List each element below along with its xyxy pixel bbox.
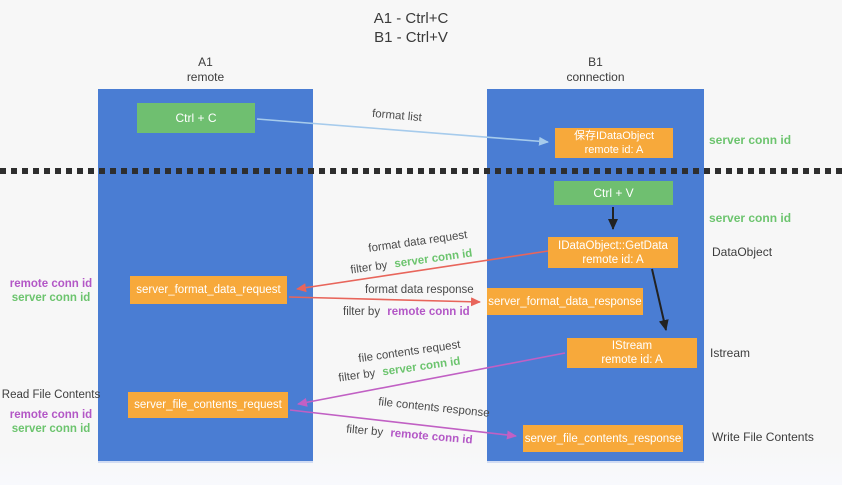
save-idataobject-line1: 保存IDataObject xyxy=(573,130,655,142)
title-line-1: A1 - Ctrl+C xyxy=(373,10,449,27)
lane-a-title: A1 xyxy=(198,55,213,69)
session-divider-dotted-line xyxy=(0,168,842,174)
ctrl-v-label: Ctrl + V xyxy=(593,186,634,200)
format-data-response-arrow xyxy=(288,296,481,307)
format-list-text: format list xyxy=(371,107,423,125)
right-server-conn-id-top: server conn id xyxy=(709,133,792,147)
write-file-contents-label: Write File Contents xyxy=(712,430,814,444)
filter-by-text: filter by xyxy=(345,423,384,439)
left-server-conn-id-top: server conn id xyxy=(11,291,91,304)
diagram-title: A1 - Ctrl+C B1 - Ctrl+V xyxy=(0,9,822,47)
remote-conn-id-text: remote conn id xyxy=(387,306,470,318)
server-format-data-response-node: server_format_data_response xyxy=(487,288,643,315)
left-conn-id-group-top: remote conn id server conn id xyxy=(0,278,102,305)
save-idataobject-node: 保存IDataObject remote id: A xyxy=(555,128,673,158)
server-conn-id-text: server conn id xyxy=(393,247,474,271)
filter-by-remote-conn-id-label-1: filter by remote conn id xyxy=(343,306,470,318)
left-conn-id-group-bottom: remote conn id server conn id xyxy=(0,409,102,436)
idataobject-getdata-node: IDataObject::GetData remote id: A xyxy=(548,237,678,268)
filter-by-text: filter by xyxy=(343,306,381,318)
server-file-contents-request-node: server_file_contents_request xyxy=(128,392,288,418)
lane-b-subtitle: connection xyxy=(566,70,625,84)
right-server-conn-id-mid: server conn id xyxy=(709,211,792,225)
ctrl-v-node: Ctrl + V xyxy=(554,181,673,205)
format-response-label: server_format_data_response xyxy=(488,295,642,308)
format-request-label: server_format_data_request xyxy=(136,284,281,296)
title-line-2: B1 - Ctrl+V xyxy=(374,29,448,46)
server-format-data-request-node: server_format_data_request xyxy=(130,276,287,304)
istream-node: IStream remote id: A xyxy=(567,338,697,368)
lane-a-subtitle: remote xyxy=(186,70,225,84)
dataobject-side-label: DataObject xyxy=(712,245,773,259)
filter-by-text: filter by xyxy=(349,259,389,277)
getdata-line1: IDataObject::GetData xyxy=(558,239,668,252)
lane-b-title: B1 xyxy=(588,55,603,69)
server-file-contents-response-node: server_file_contents_response xyxy=(523,425,683,452)
file-request-label: server_file_contents_request xyxy=(134,399,282,411)
file-response-label: server_file_contents_response xyxy=(524,432,682,445)
left-remote-conn-id-bottom: remote conn id xyxy=(9,409,93,421)
format-list-label: format list xyxy=(372,108,423,124)
ctrl-c-label: Ctrl + C xyxy=(175,111,217,125)
remote-conn-id-text: remote conn id xyxy=(389,427,474,447)
left-server-conn-id-bottom: server conn id xyxy=(11,422,91,435)
save-idataobject-line2: remote id: A xyxy=(584,144,644,156)
istream-side-label: Istream xyxy=(710,346,751,360)
lane-a-header: A1 remote xyxy=(98,55,313,85)
file-contents-response-text: file contents response xyxy=(377,396,491,420)
getdata-line2: remote id: A xyxy=(582,253,644,266)
filter-by-text: filter by xyxy=(337,367,377,385)
format-data-response-label: format data response xyxy=(365,284,474,296)
format-data-response-text: format data response xyxy=(365,284,474,296)
ctrl-c-node: Ctrl + C xyxy=(137,103,255,133)
left-remote-conn-id-top: remote conn id xyxy=(9,278,93,290)
lane-b-header: B1 connection xyxy=(487,55,704,85)
file-contents-response-label: file contents response xyxy=(378,396,491,420)
read-file-contents-label: Read File Contents xyxy=(1,389,101,401)
filter-by-remote-conn-id-label-2: filter by remote conn id xyxy=(346,424,473,447)
istream-line1: IStream xyxy=(611,340,653,352)
filter-by-server-conn-id-label-2: filter by server conn id xyxy=(338,356,461,385)
istream-line2: remote id: A xyxy=(601,354,663,366)
